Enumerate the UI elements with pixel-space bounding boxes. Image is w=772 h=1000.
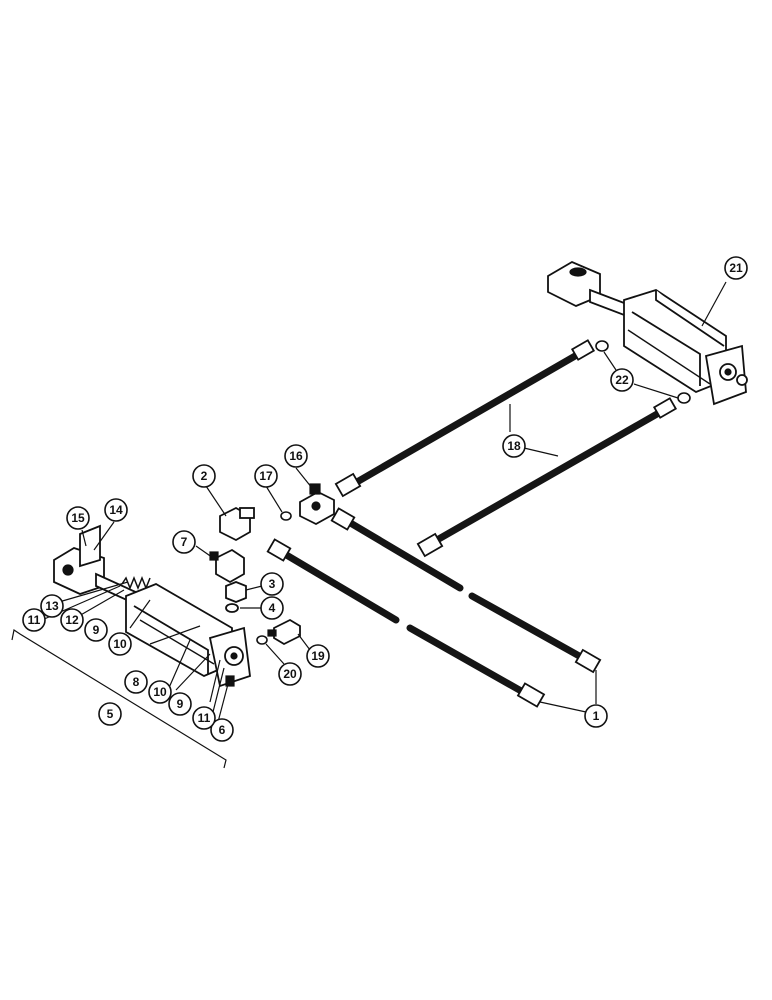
callout-11a: 11 (22, 608, 46, 632)
svg-text:9: 9 (93, 623, 100, 637)
svg-text:12: 12 (65, 613, 79, 627)
callout-17: 17 (254, 464, 278, 488)
svg-text:11: 11 (28, 613, 41, 627)
svg-text:20: 20 (283, 667, 297, 681)
callout-5: 5 (98, 702, 122, 726)
svg-text:18: 18 (507, 439, 521, 453)
callout-10b: 10 (148, 680, 172, 704)
svg-text:3: 3 (269, 577, 276, 591)
hydraulic-hose-lower-1 (330, 507, 602, 674)
svg-text:14: 14 (109, 503, 123, 517)
callout-3: 3 (260, 572, 284, 596)
svg-text:17: 17 (259, 469, 273, 483)
hydraulic-hose-lower-2 (266, 538, 546, 708)
callout-19: 19 (306, 644, 330, 668)
callout-8: 8 (124, 670, 148, 694)
svg-text:15: 15 (71, 511, 85, 525)
leader-lines (41, 281, 727, 723)
svg-text:1: 1 (593, 709, 600, 723)
callout-12: 12 (60, 608, 84, 632)
svg-text:22: 22 (615, 373, 629, 387)
assembly-brace (11, 629, 227, 769)
adapter-fitting-19 (267, 618, 301, 646)
callout-14: 14 (104, 498, 128, 522)
callout-15: 15 (66, 506, 90, 530)
o-ring-4 (225, 603, 239, 613)
callout-10a: 10 (108, 632, 132, 656)
svg-text:19: 19 (311, 649, 325, 663)
callout-22: 22 (610, 368, 634, 392)
callout-18: 18 (502, 434, 526, 458)
svg-text:6: 6 (219, 723, 226, 737)
hydraulic-hose-upper-1 (334, 339, 596, 498)
callout-16: 16 (284, 444, 308, 468)
callout-1: 1 (584, 704, 608, 728)
left-hydraulic-cylinder (53, 524, 251, 688)
callout-4: 4 (260, 596, 284, 620)
svg-text:10: 10 (113, 637, 127, 651)
hydraulic-hose-upper-2 (416, 397, 678, 558)
adapter-fitting-3 (225, 581, 247, 603)
svg-text:2: 2 (201, 469, 208, 483)
callout-6: 6 (210, 718, 234, 742)
o-ring-22a (595, 340, 609, 352)
adapter-fitting-7 (209, 548, 245, 584)
callout-2: 2 (192, 464, 216, 488)
o-ring-20 (256, 635, 268, 645)
svg-text:5: 5 (107, 707, 114, 721)
o-ring-17 (280, 511, 292, 521)
svg-text:16: 16 (289, 449, 303, 463)
callout-20: 20 (278, 662, 302, 686)
svg-text:8: 8 (133, 675, 140, 689)
o-ring-22b (677, 392, 691, 404)
callout-9b: 9 (168, 692, 192, 716)
callout-13: 13 (40, 594, 64, 618)
svg-text:7: 7 (181, 535, 188, 549)
elbow-fitting (219, 506, 255, 542)
right-hydraulic-cylinder (547, 260, 748, 406)
tee-fitting (299, 483, 335, 526)
callout-21: 21 (724, 256, 748, 280)
svg-text:11: 11 (198, 711, 211, 725)
svg-text:13: 13 (45, 599, 59, 613)
svg-text:9: 9 (177, 697, 184, 711)
svg-text:10: 10 (153, 685, 167, 699)
callout-7: 7 (172, 530, 196, 554)
callout-11b: 11 (192, 706, 216, 730)
callout-9a: 9 (84, 618, 108, 642)
svg-text:21: 21 (729, 261, 743, 275)
svg-text:4: 4 (269, 601, 276, 615)
